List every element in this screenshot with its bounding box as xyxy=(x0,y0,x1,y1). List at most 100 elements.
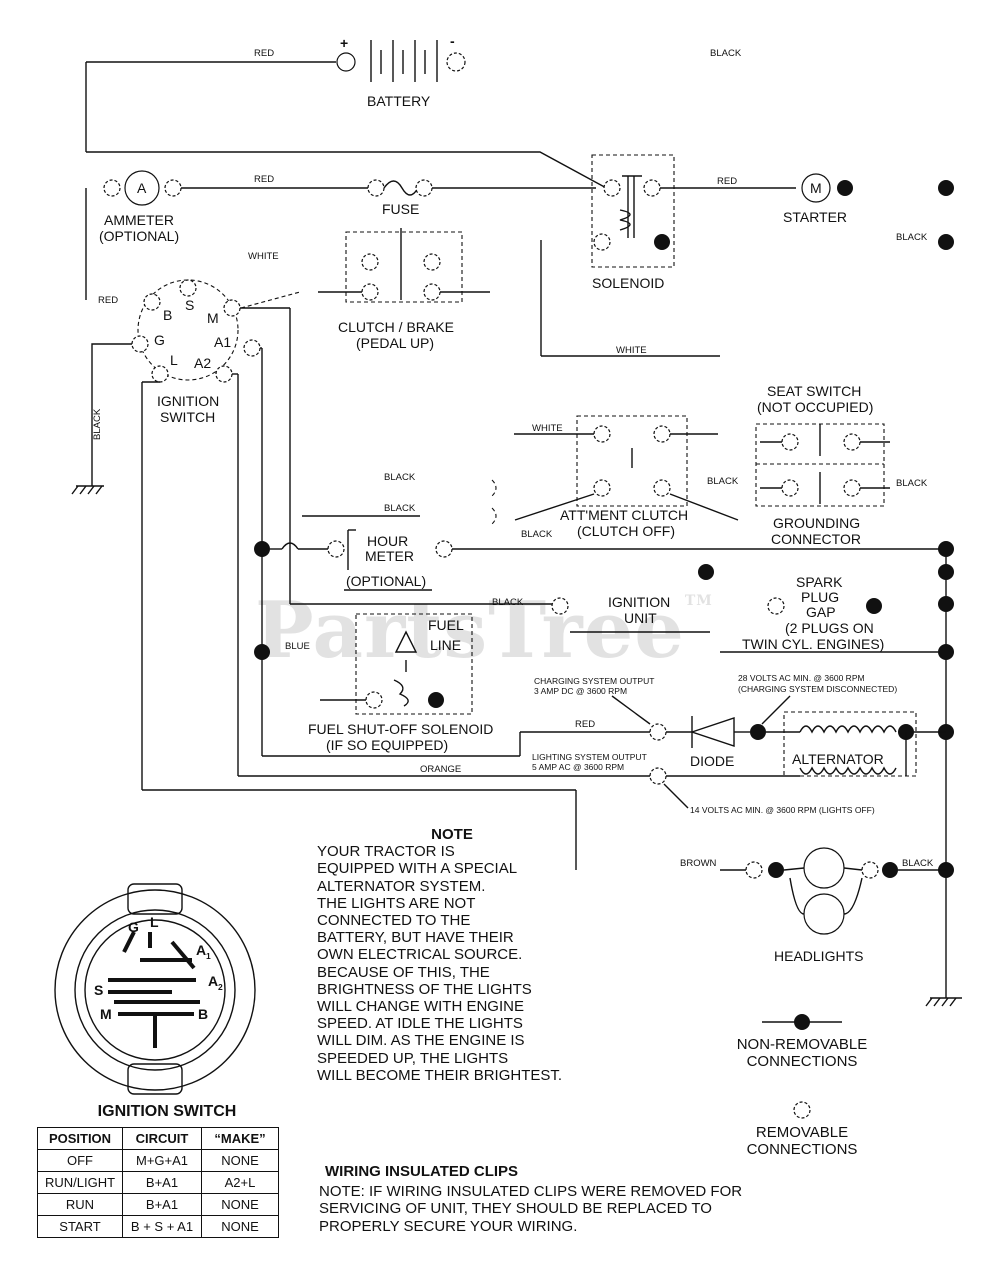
connection-terminal xyxy=(164,179,182,197)
connection-terminal xyxy=(938,596,954,612)
wire-segment xyxy=(95,485,103,495)
charging-output-1: CHARGING SYSTEM OUTPUT xyxy=(534,676,654,686)
note-line: SPEEDED UP, THE LIGHTS xyxy=(317,1049,509,1067)
wire-segment xyxy=(281,542,299,550)
grounding-connector-2: CONNECTOR xyxy=(771,531,861,547)
ignition-unit: BLACK IGNITION UNIT xyxy=(290,594,710,633)
column-header: “MAKE” xyxy=(201,1127,279,1150)
grounding-connector-1: GROUNDING xyxy=(773,515,860,531)
table-cell: NONE xyxy=(201,1215,279,1238)
wire-segment xyxy=(663,783,689,809)
wire-red-starter: RED xyxy=(717,176,737,187)
connection-terminal xyxy=(698,564,714,580)
ign-term-a2: A2 xyxy=(194,355,211,371)
connection-terminal xyxy=(938,564,954,580)
legend-nonremovable-dot xyxy=(794,1014,810,1030)
alternator-label: ALTERNATOR xyxy=(792,751,884,767)
attclutch-label-1: ATT'MENT CLUTCH xyxy=(560,507,688,523)
charging-system: RED CHARGING SYSTEM OUTPUT 3 AMP DC @ 36… xyxy=(262,673,897,769)
table-cell: OFF xyxy=(37,1149,123,1172)
wire-segment xyxy=(86,151,611,191)
wire-black-seat: BLACK xyxy=(896,478,928,489)
connection-terminal xyxy=(415,179,433,197)
solenoid: SOLENOID RED xyxy=(591,154,796,291)
connection-terminal xyxy=(653,425,671,443)
connection-terminal xyxy=(593,233,611,251)
wire-segment xyxy=(491,507,497,525)
note-line: WILL DIM. AS THE ENGINE IS xyxy=(317,1032,525,1050)
legend-removable-1: REMOVABLE xyxy=(755,1124,849,1141)
connection-terminal xyxy=(767,597,785,615)
connection-terminal xyxy=(137,279,239,381)
connection-terminal xyxy=(361,253,379,271)
column-header: CIRCUIT xyxy=(122,1127,202,1150)
fuse: FUSE xyxy=(367,179,596,217)
wire-segment xyxy=(240,291,301,309)
battery-label: BATTERY xyxy=(367,93,431,109)
attclutch-label-2: (CLUTCH OFF) xyxy=(577,523,675,539)
clips-title: WIRING INSULATED CLIPS xyxy=(325,1163,519,1180)
note-line: OWN ELECTRICAL SOURCE. xyxy=(317,946,523,964)
wire-segment xyxy=(591,154,675,268)
connection-terminal xyxy=(423,253,441,271)
connection-terminal xyxy=(223,299,241,317)
connection-terminal xyxy=(781,479,799,497)
note-line: YOUR TRACTOR IS xyxy=(317,843,455,861)
ignition-switch: B S M G A1 L A2 IGNITION SWITCH BLACK xyxy=(71,279,291,790)
table-cell: A2+L xyxy=(201,1171,279,1194)
ign-term-g: G xyxy=(154,332,165,348)
wire-segment xyxy=(127,883,183,915)
hour-meter-sub: (OPTIONAL) xyxy=(346,573,426,589)
legend-removable: REMOVABLE CONNECTIONS xyxy=(712,1124,892,1158)
face-m: M xyxy=(100,1006,112,1022)
watermark: PartsTreeTM xyxy=(255,585,713,676)
legend-nonremovable: NON-REMOVABLE CONNECTIONS xyxy=(712,1036,892,1070)
table-cell: NONE xyxy=(201,1149,279,1172)
connection-terminal xyxy=(938,644,954,660)
ignition-switch-label-1: IGNITION xyxy=(157,393,219,409)
connection-terminal xyxy=(745,861,763,879)
wire-segment xyxy=(345,231,463,303)
table-cell: B+A1 xyxy=(122,1193,202,1216)
wire-segment xyxy=(843,867,863,871)
connection-terminal xyxy=(243,339,261,357)
spark-plug-5: TWIN CYL. ENGINES) xyxy=(742,636,884,652)
note-line: BRIGHTNESS OF THE LIGHTS xyxy=(317,980,532,998)
clips-line: PROPERLY SECURE YOUR WIRING. xyxy=(319,1217,578,1235)
fuse-label: FUSE xyxy=(382,201,419,217)
column-header: POSITION xyxy=(37,1127,123,1150)
battery: + - BATTERY RED BLACK xyxy=(85,33,742,152)
wire-red-ignition: RED xyxy=(98,295,118,306)
table-cell: START xyxy=(37,1215,123,1238)
starter-label: STARTER xyxy=(783,209,847,225)
connection-terminal xyxy=(593,479,611,497)
face-l: L xyxy=(150,914,159,930)
wire-segment xyxy=(491,479,497,497)
wire-segment xyxy=(799,725,897,734)
ign-term-a1: A1 xyxy=(214,334,231,350)
ign-term-m: M xyxy=(207,310,219,326)
connection-terminal xyxy=(938,234,954,250)
wire-red-charge: RED xyxy=(575,719,595,730)
connection-terminal xyxy=(843,479,861,497)
note-line: ALTERNATOR SYSTEM. xyxy=(317,877,486,895)
legend-removable-2: CONNECTIONS xyxy=(746,1141,858,1158)
connection-terminal xyxy=(361,283,379,301)
clips-line: SERVICING OF UNIT, THEY SHOULD BE REPLAC… xyxy=(319,1200,712,1217)
connection-terminal xyxy=(365,691,383,709)
wire-segment xyxy=(383,180,419,196)
clutch-brake-sub: (PEDAL UP) xyxy=(356,335,434,351)
lighting-output-2: 5 AMP AC @ 3600 RPM xyxy=(532,762,624,772)
face-g: G xyxy=(128,919,139,935)
wire-black-battery: BLACK xyxy=(710,48,742,59)
wire-segment xyxy=(393,679,409,707)
hour-meter-2: METER xyxy=(365,548,414,564)
ignition-switch-table-title: IGNITION SWITCH xyxy=(97,1103,237,1120)
connection-terminal xyxy=(837,180,853,196)
wire-segment xyxy=(843,877,863,915)
spark-plug-4: (2 PLUGS ON xyxy=(785,620,874,636)
connection-terminal xyxy=(54,889,256,1091)
connection-terminal xyxy=(215,365,233,383)
wire-segment xyxy=(355,613,473,715)
